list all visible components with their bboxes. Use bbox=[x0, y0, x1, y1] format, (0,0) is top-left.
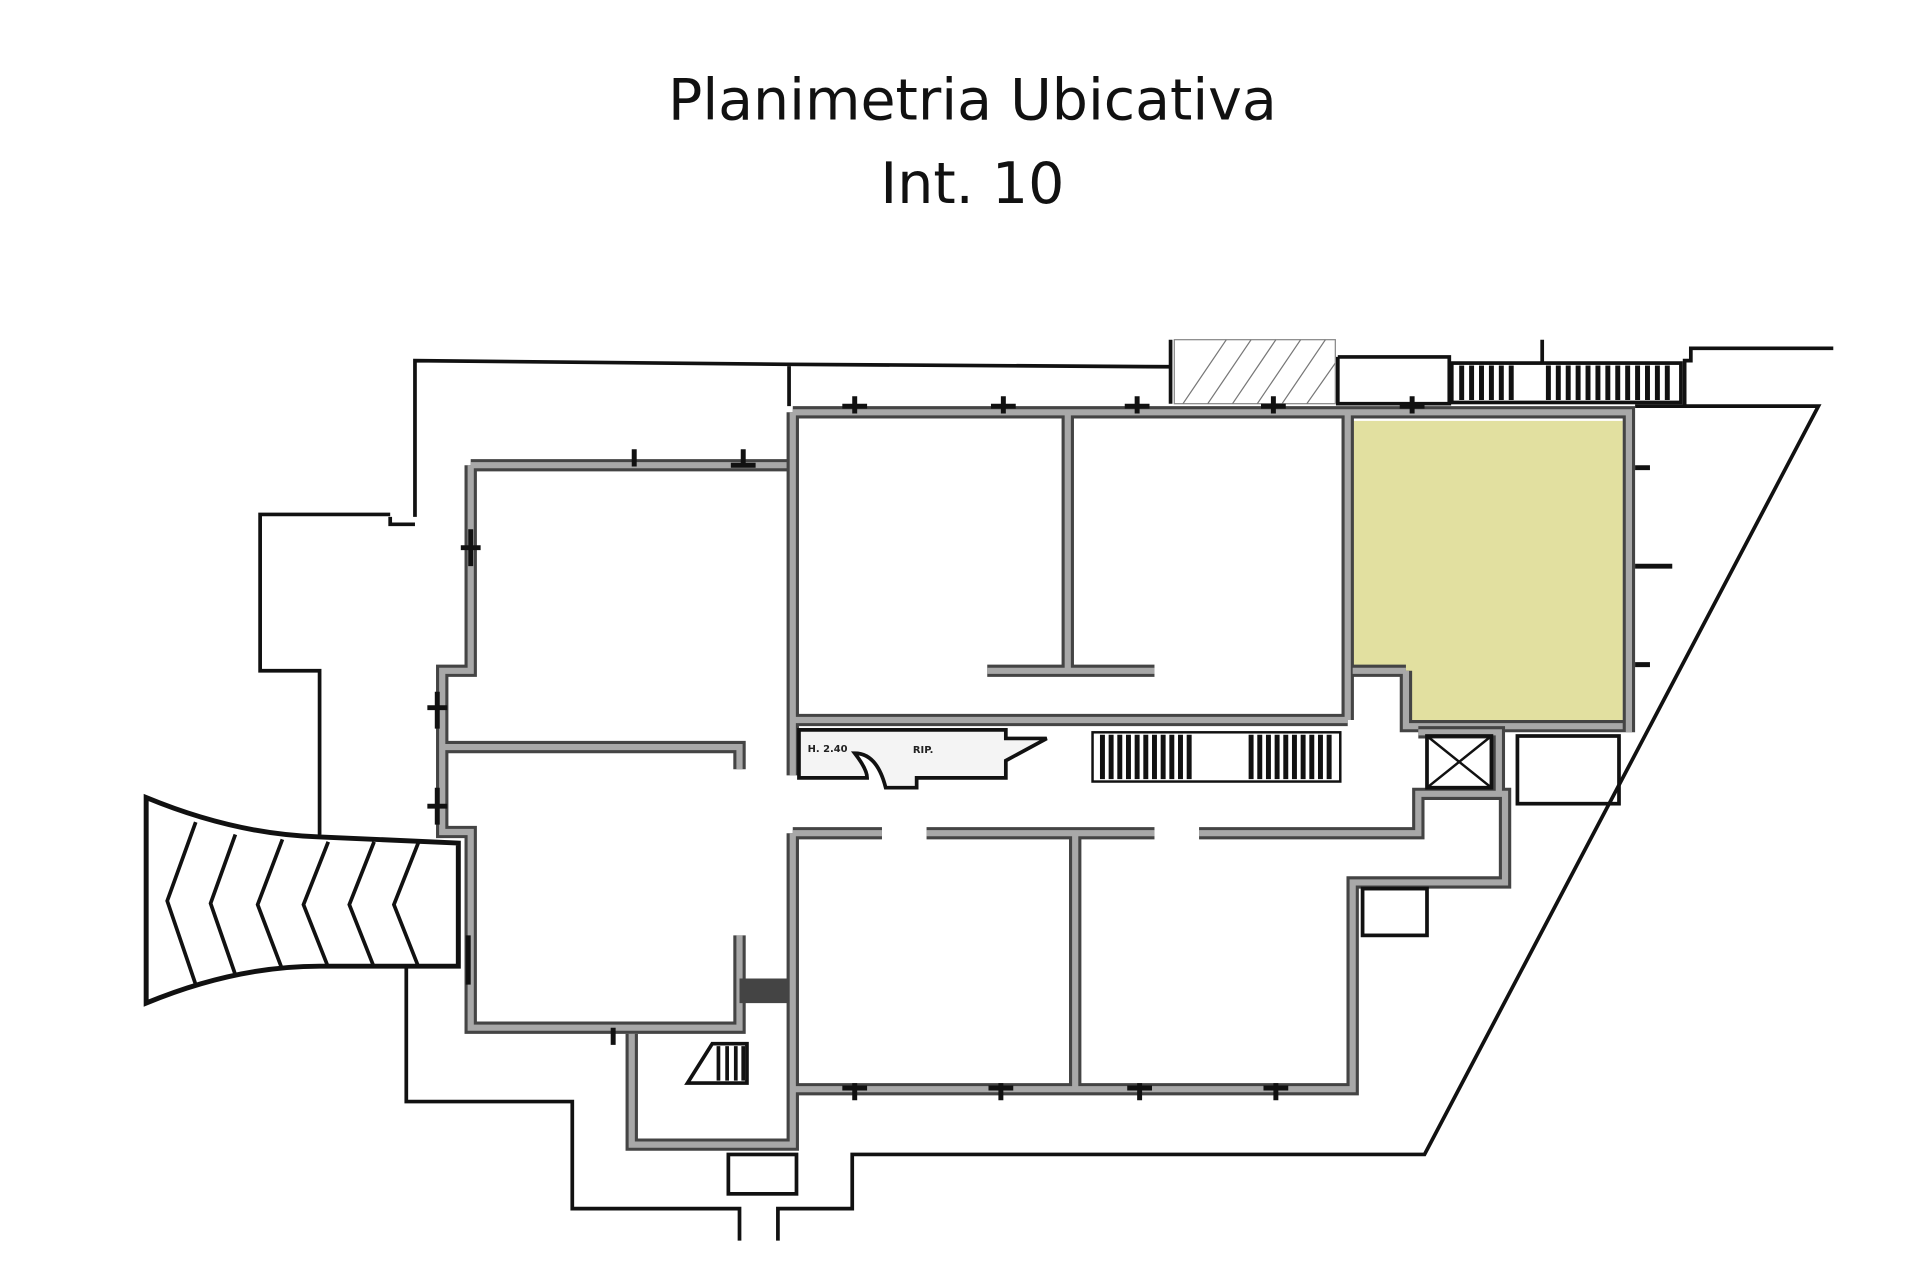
entrance-ramp bbox=[143, 793, 461, 1007]
height-label: H. 2.40 bbox=[808, 744, 848, 755]
small-room bbox=[1515, 734, 1621, 806]
highlighted-unit-int-10[interactable] bbox=[1352, 420, 1623, 720]
elevator bbox=[1425, 734, 1494, 790]
title-line-2: Int. 10 bbox=[880, 151, 1064, 217]
window-markers bbox=[427, 396, 1673, 1101]
hatched-area bbox=[1173, 339, 1336, 405]
storage-label: RIP. bbox=[913, 745, 933, 756]
stairs-internal bbox=[684, 731, 1342, 1085]
title-line-1: Planimetria Ubicativa bbox=[668, 68, 1277, 134]
stairs-top bbox=[1449, 361, 1683, 405]
small-room bbox=[1360, 886, 1429, 938]
small-room bbox=[726, 1152, 799, 1196]
outer-boundary bbox=[258, 339, 1834, 1241]
storage-room: H. 2.40 RIP. bbox=[797, 728, 1048, 790]
